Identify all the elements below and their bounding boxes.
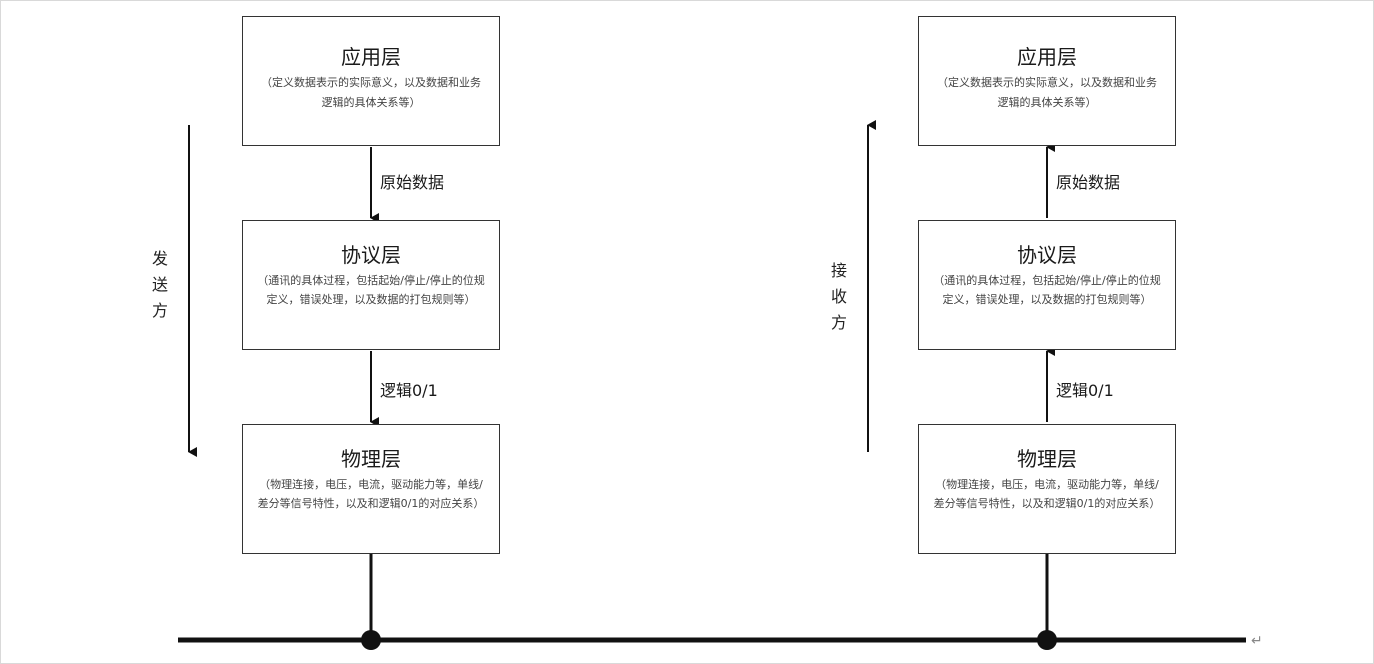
right-protocol-title: 协议层 [1017,243,1077,267]
sender-label: 发送方 [151,249,168,320]
left-physical-desc: （物理连接，电压，电流，驱动能力等，单线/差分等信号特性，以及和逻辑0/1的对应… [257,478,485,510]
receiver-label: 接收方 [830,261,847,332]
left-protocol-layer-box: 协议层 （通讯的具体过程，包括起始/停止/停止的位规定义，错误处理，以及数据的打… [242,220,500,350]
right-bus-node [1037,630,1057,650]
left-application-title: 应用层 [341,45,401,69]
left-application-layer-box: 应用层 （定义数据表示的实际意义，以及数据和业务逻辑的具体关系等） [242,16,500,146]
right-protocol-layer-box: 协议层 （通讯的具体过程，包括起始/停止/停止的位规定义，错误处理，以及数据的打… [918,220,1176,350]
left-application-desc: （定义数据表示的实际意义，以及数据和业务逻辑的具体关系等） [261,76,481,109]
right-physical-desc: （物理连接，电压，电流，驱动能力等，单线/差分等信号特性，以及和逻辑0/1的对应… [933,478,1161,510]
right-link-upper-label: 原始数据 [1056,173,1121,192]
left-physical-title: 物理层 [341,447,401,471]
right-link-lower-label: 逻辑0/1 [1056,381,1114,400]
left-link-lower-label: 逻辑0/1 [380,381,438,400]
left-protocol-desc: （通讯的具体过程，包括起始/停止/停止的位规定义，错误处理，以及数据的打包规则等… [257,274,485,306]
right-physical-layer-box: 物理层 （物理连接，电压，电流，驱动能力等，单线/差分等信号特性，以及和逻辑0/… [918,424,1176,554]
left-bus-node [361,630,381,650]
right-protocol-desc: （通讯的具体过程，包括起始/停止/停止的位规定义，错误处理，以及数据的打包规则等… [933,274,1161,306]
right-application-title: 应用层 [1017,45,1077,69]
left-physical-layer-box: 物理层 （物理连接，电压，电流，驱动能力等，单线/差分等信号特性，以及和逻辑0/… [242,424,500,554]
left-link-upper-label: 原始数据 [380,173,445,192]
right-application-desc: （定义数据表示的实际意义，以及数据和业务逻辑的具体关系等） [937,76,1157,109]
right-physical-title: 物理层 [1017,447,1077,471]
right-application-layer-box: 应用层 （定义数据表示的实际意义，以及数据和业务逻辑的具体关系等） [918,16,1176,146]
paragraph-mark: ↵ [1251,633,1263,649]
left-protocol-title: 协议层 [341,243,401,267]
